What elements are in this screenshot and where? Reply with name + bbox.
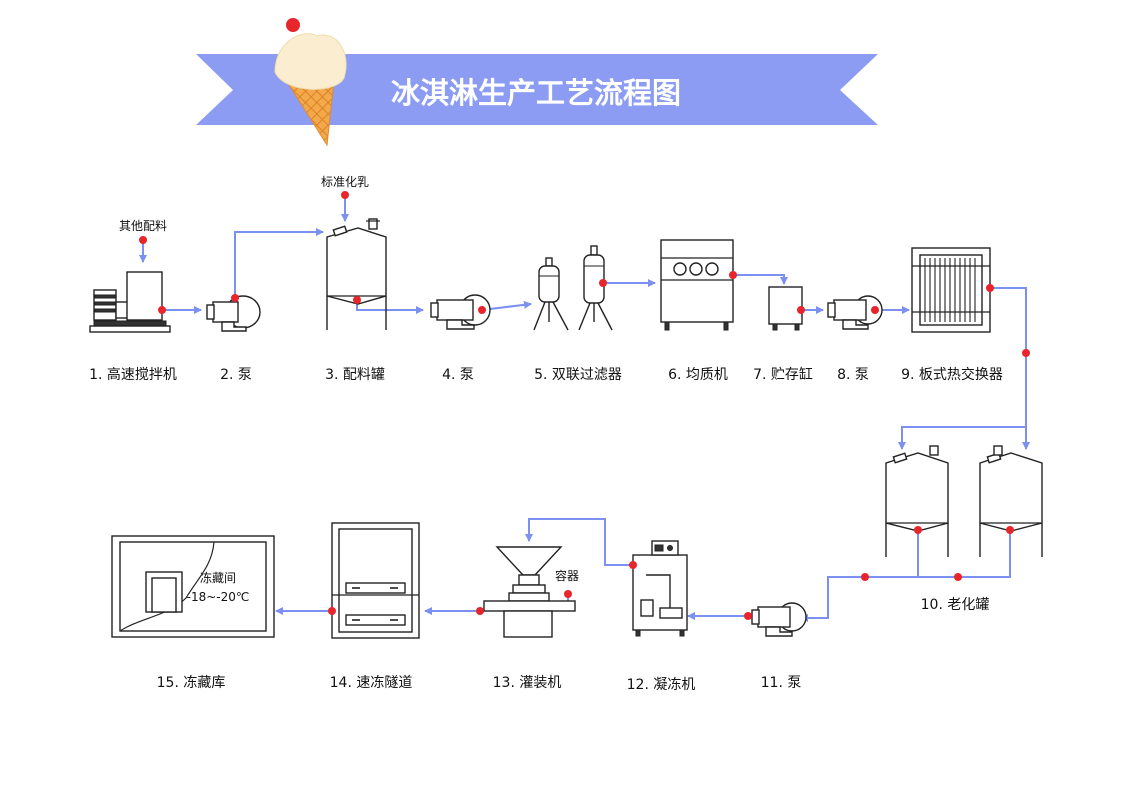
- connection-dots: [139, 191, 1030, 620]
- step-label: 6. 均质机: [668, 367, 728, 383]
- quick-freeze-tunnel: [331, 522, 420, 639]
- step-label: 14. 速冻隧道: [330, 674, 413, 691]
- step-labels: 1. 高速搅拌机 2. 泵 3. 配料罐 4. 泵 5. 双联过滤器 6. 均质…: [89, 366, 1003, 693]
- step-label: 10. 老化罐: [921, 597, 990, 613]
- page-title: 冰淇淋生产工艺流程图: [391, 76, 681, 110]
- continuous-freezer: [632, 540, 688, 637]
- aging-tank-2: [979, 445, 1043, 557]
- step-label: 3. 配料罐: [325, 367, 385, 383]
- pump-4: [430, 294, 491, 330]
- step-label: 15. 冻藏库: [157, 674, 226, 691]
- pump-8: [827, 295, 883, 330]
- step-label: 13. 灌装机: [493, 675, 562, 691]
- step-label: 12. 凝冻机: [627, 676, 696, 693]
- duplex-filter: [533, 245, 613, 331]
- step-label: 9. 板式热交换器: [901, 366, 1003, 383]
- filling-machine: [483, 546, 576, 638]
- storage-tank: [768, 286, 803, 331]
- plate-heat-exchanger: [911, 247, 991, 333]
- step-label: 11. 泵: [761, 675, 802, 691]
- pump-2: [206, 295, 261, 332]
- flow-lines: [139, 195, 1030, 622]
- step-label: 7. 贮存缸: [753, 366, 813, 383]
- input-standard-milk: 标准化乳: [321, 175, 369, 189]
- ice-cream-icon: [274, 18, 347, 147]
- ribbon-shape: [196, 54, 878, 125]
- step-label: 8. 泵: [837, 367, 869, 383]
- cold-storage: [111, 535, 275, 638]
- batching-tank: [326, 218, 387, 330]
- step-label: 2. 泵: [220, 367, 252, 383]
- step-label: 5. 双联过滤器: [534, 367, 622, 383]
- pump-11: [751, 602, 807, 637]
- input-other-ingredients: 其他配料: [119, 219, 167, 233]
- step-label: 1. 高速搅拌机: [89, 366, 177, 383]
- aging-tank-1: [885, 445, 949, 557]
- homogenizer: [660, 239, 734, 331]
- high-speed-mixer: [89, 271, 171, 333]
- step-label: 4. 泵: [442, 367, 474, 383]
- cold-room-temp: -18~-20℃: [187, 590, 250, 604]
- input-container: 容器: [555, 568, 579, 583]
- title-banner: 冰淇淋生产工艺流程图: [196, 54, 878, 125]
- cold-room-name: 冻藏间: [200, 570, 236, 585]
